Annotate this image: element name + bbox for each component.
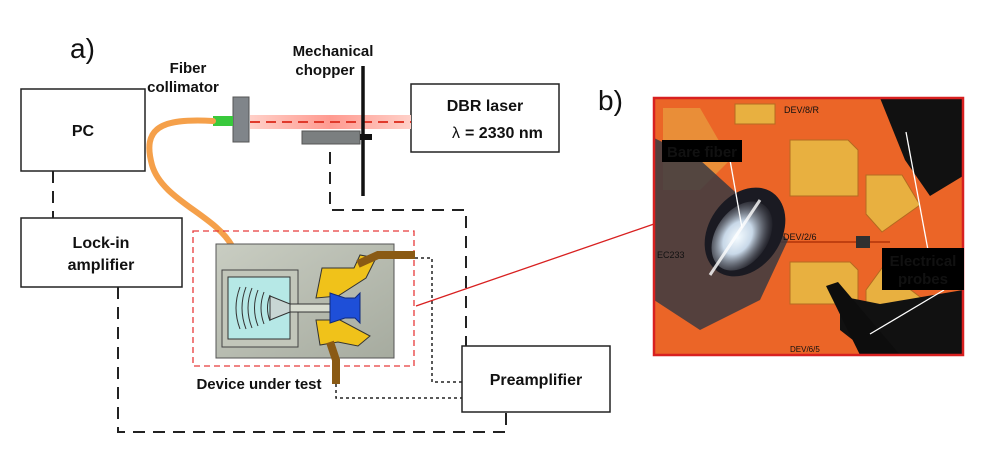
chopper-pin (360, 134, 372, 140)
laser-name: DBR laser (447, 98, 523, 115)
optical-fiber (146, 117, 235, 249)
pc-box (20, 88, 146, 172)
probe-pointer-2 (869, 289, 945, 335)
panel-b-tag: b) (598, 85, 623, 116)
laser-wavelength: = 2330 nm (465, 125, 543, 142)
chopper-sync-link (329, 152, 467, 346)
bare-fiber-label: Bare fiber (667, 144, 737, 161)
lockin-label-1: Lock-in (73, 235, 130, 252)
collimator-label-1: Fiber (170, 60, 207, 77)
detector (329, 291, 361, 325)
probes-label-bg (882, 248, 964, 290)
dut-label: Device under test (196, 376, 321, 393)
grating-lines (235, 286, 271, 330)
fiber-collimator (232, 96, 250, 143)
pc-label: PC (72, 123, 95, 140)
panel-a-tag: a) (70, 33, 95, 64)
preamplifier-box (461, 345, 611, 413)
photo-border (652, 96, 965, 357)
probes-label-1: Electrical (890, 253, 957, 270)
chip-mark-3: EC233 (657, 250, 685, 260)
microscope-photo: DEV/8/R DEV/2/6 EC233 DEV/6/5 (654, 98, 963, 355)
collimator-label-2: collimator (147, 79, 219, 96)
signal-line-lower (335, 384, 466, 399)
probe-pointer-1 (905, 131, 929, 251)
chopper-sensor (301, 130, 361, 145)
lambda-symbol: λ (452, 125, 460, 142)
probes-label-2: probes (898, 271, 948, 288)
bare-fiber-pointer (729, 159, 743, 229)
lockin-preamp-link (117, 287, 507, 433)
dbr-laser-box (410, 83, 560, 153)
zoom-connector (415, 223, 655, 307)
bare-fiber-label-bg (662, 140, 742, 162)
chip-mark-2: DEV/2/6 (783, 232, 817, 242)
preamplifier-label: Preamplifier (490, 372, 582, 389)
lockin-label-2: amplifier (68, 257, 135, 274)
upper-probe-wire (356, 251, 415, 268)
chopper-label-1: Mechanical (293, 43, 374, 60)
chip-mark-4: DEV/6/5 (790, 345, 820, 354)
waveguide (289, 303, 331, 313)
chip-mark-1: DEV/8/R (784, 105, 820, 115)
dut-outline (192, 230, 415, 367)
collimator-tip (213, 116, 233, 126)
signal-line-upper (415, 257, 466, 383)
lower-probe-wire (326, 340, 340, 384)
lockin-box (20, 217, 183, 288)
chopper-label-2: chopper (295, 62, 354, 79)
